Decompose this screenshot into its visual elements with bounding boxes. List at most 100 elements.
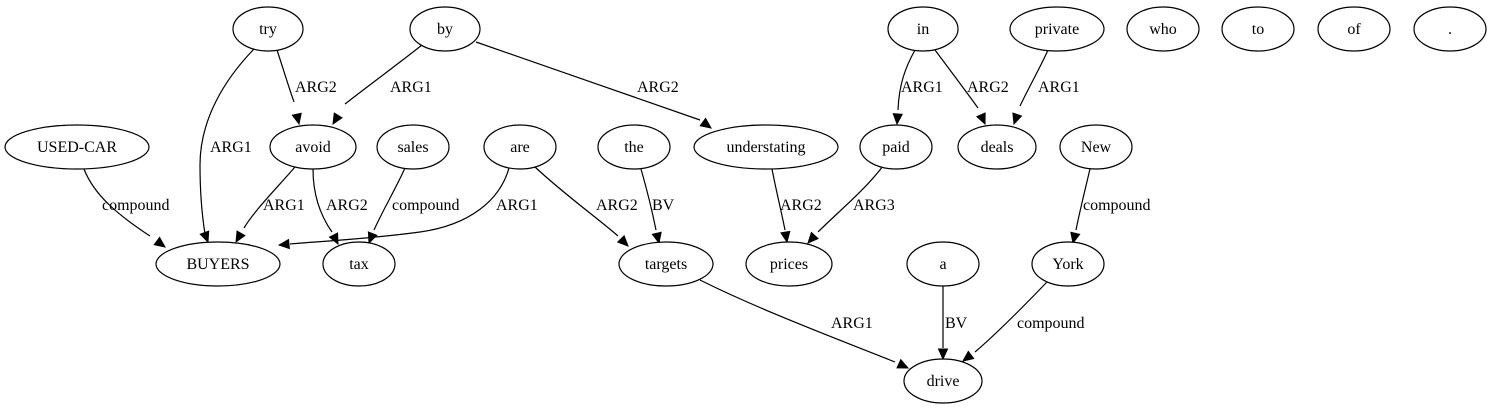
arrowhead-icon — [332, 112, 343, 126]
edge-line — [289, 167, 510, 245]
edge-line — [534, 166, 619, 237]
edge-line — [1019, 49, 1049, 107]
edge-private-deals: ARG1 — [1012, 49, 1080, 126]
arrowhead-icon — [807, 231, 819, 244]
node-ellipse — [232, 6, 304, 52]
arrowhead-icon — [896, 358, 910, 369]
arrowhead-icon — [328, 232, 339, 246]
edge-line — [897, 49, 916, 111]
edge-line — [817, 165, 884, 233]
edge-targets-drive: ARG1 — [699, 279, 910, 369]
edge-try-buyers: ARG1 — [199, 48, 255, 244]
edge-understating-prices: ARG2 — [771, 168, 822, 244]
node-sales: sales — [376, 124, 450, 170]
arrowhead-icon — [780, 230, 791, 244]
node-label: tax — [349, 256, 369, 273]
arrowhead-icon — [1012, 112, 1023, 126]
edge-sales-tax: compound — [367, 167, 460, 245]
node-new: New — [1059, 124, 1133, 170]
node-label: deals — [981, 139, 1014, 156]
arrowhead-icon — [199, 230, 210, 244]
node-prices: prices — [745, 241, 833, 287]
node-ellipse — [887, 6, 959, 52]
node-ellipse — [745, 241, 833, 287]
edge-label: ARG2 — [637, 79, 679, 96]
arrowhead-icon — [1070, 231, 1081, 245]
edge-label: ARG3 — [853, 197, 895, 214]
node-label: York — [1052, 256, 1083, 273]
node-ellipse — [1009, 6, 1105, 52]
node-label: try — [259, 21, 277, 38]
node-of: of — [1317, 6, 1391, 52]
node-label: who — [1149, 21, 1177, 38]
node-ellipse — [322, 241, 396, 287]
edge-line — [934, 49, 979, 109]
edge-line — [1075, 168, 1091, 231]
edge-label: BV — [652, 197, 675, 214]
node-label: prices — [770, 256, 808, 273]
node-try: try — [232, 6, 304, 52]
node-label: by — [437, 21, 453, 38]
node-ellipse — [1126, 6, 1200, 52]
edge-a-drive: BV — [937, 285, 968, 361]
node-label: are — [510, 139, 530, 156]
edge-paid-prices: ARG3 — [807, 165, 895, 244]
arrowhead-icon — [699, 117, 712, 129]
edge-label: compound — [392, 197, 460, 214]
edge-label: ARG1 — [390, 79, 432, 96]
edge-line — [243, 166, 296, 229]
node-private: private — [1009, 6, 1105, 52]
node-york: York — [1031, 241, 1105, 287]
node-in: in — [887, 6, 959, 52]
node-paid: paid — [859, 124, 933, 170]
node-ellipse — [957, 124, 1037, 170]
edge-label: ARG1 — [831, 315, 873, 332]
edge-line — [771, 168, 786, 231]
node-label: BUYERS — [186, 256, 249, 273]
node-used_car: USED-CAR — [4, 124, 150, 170]
node-tax: tax — [322, 241, 396, 287]
node-who: who — [1126, 6, 1200, 52]
node-label: USED-CAR — [37, 139, 117, 156]
edge-label: compound — [1017, 315, 1085, 332]
node-understating: understating — [693, 124, 839, 170]
node-ellipse — [1059, 124, 1133, 170]
node-ellipse — [1413, 6, 1487, 52]
node-label: sales — [397, 139, 428, 156]
node-label: of — [1347, 21, 1361, 38]
edge-in-paid: ARG1 — [892, 49, 943, 126]
edge-try-avoid: ARG2 — [276, 49, 337, 126]
node-drive: drive — [903, 358, 983, 404]
edge-avoid-buyers: ARG1 — [235, 166, 305, 244]
edge-york-drive: compound — [962, 281, 1085, 362]
node-ellipse — [269, 124, 357, 170]
node-buyers: BUYERS — [155, 241, 281, 287]
node-label: the — [624, 139, 644, 156]
node-ellipse — [1031, 241, 1105, 287]
edge-label: ARG2 — [326, 197, 368, 214]
edge-are-buyers: ARG1 — [277, 167, 538, 250]
node-label: drive — [927, 373, 960, 390]
node-ellipse — [1317, 6, 1391, 52]
edge-line — [699, 279, 896, 363]
arrowhead-icon — [277, 238, 290, 250]
node-ellipse — [597, 124, 671, 170]
edge-label: ARG2 — [780, 197, 822, 214]
edge-line — [344, 44, 423, 105]
edge-label: ARG1 — [496, 197, 538, 214]
edge-line — [199, 48, 255, 235]
node-ellipse — [1221, 6, 1295, 52]
arrowhead-icon — [892, 113, 904, 126]
node-label: in — [917, 21, 929, 38]
edge-line — [83, 168, 151, 237]
edge-line — [373, 167, 406, 231]
node-a: a — [906, 241, 980, 287]
edge-label: ARG1 — [263, 197, 305, 214]
edge-label: compound — [1083, 197, 1151, 214]
edge-avoid-tax: ARG2 — [312, 168, 368, 246]
edge-line — [640, 168, 657, 231]
node-label: avoid — [295, 139, 331, 156]
edge-label: compound — [102, 197, 170, 214]
arrowhead-icon — [616, 234, 629, 247]
